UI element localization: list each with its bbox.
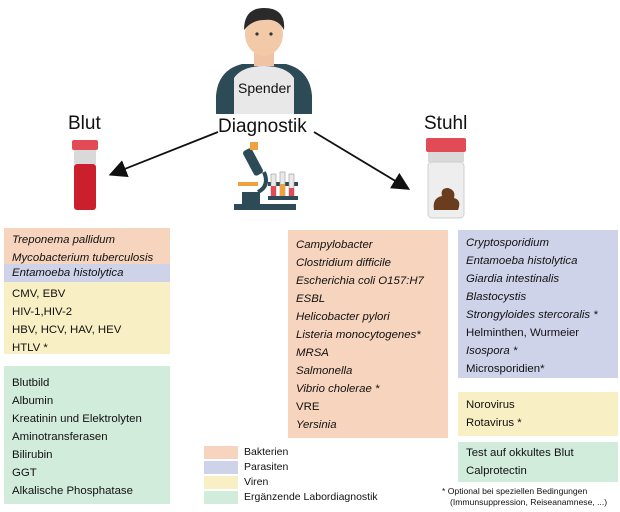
list-item: Blastocystis (466, 291, 527, 303)
blood-parasites-box: Entamoeba histolytica (4, 264, 170, 282)
blood-title: Blut (68, 113, 101, 134)
microscope-icon (234, 142, 298, 210)
list-item: Microsporidien* (466, 363, 545, 375)
list-item: Listeria monocytogenes* (296, 329, 421, 341)
blood-viruses-box: CMV, EBV HIV-1,HIV-2 HBV, HCV, HAV, HEV … (4, 282, 170, 354)
list-item: VRE (296, 401, 320, 413)
footnote-line-2: (Immunsuppression, Reiseanamnese, ...) (450, 497, 608, 507)
legend-swatch (204, 491, 238, 504)
blood-lab-box: Blutbild Albumin Kreatinin und Elektroly… (4, 366, 170, 504)
list-item: Helminthen, Wurmeier (466, 327, 580, 339)
arrow-to-stool (313, 131, 411, 190)
donor-label: Spender (238, 80, 291, 96)
list-item: Mycobacterium tuberculosis (12, 252, 154, 264)
legend-swatch (204, 476, 238, 489)
legend-label: Bakterien (244, 446, 289, 458)
list-item: GGT (12, 467, 37, 479)
legend-label: Parasiten (244, 461, 289, 473)
list-item: Entamoeba histolytica (466, 255, 578, 267)
arrow-to-blood (108, 131, 219, 178)
list-item: Salmonella (296, 365, 353, 377)
stool-container-icon (426, 138, 466, 219)
list-item: CMV, EBV (12, 288, 66, 300)
list-item: Blutbild (12, 377, 50, 389)
list-item: HBV, HCV, HAV, HEV (12, 324, 122, 336)
list-item: Norovirus (466, 399, 515, 411)
legend-label: Ergänzende Labordiagnostik (244, 491, 378, 503)
list-item: Calprotectin (466, 465, 527, 477)
blood-tube-icon (72, 140, 98, 210)
legend-swatch (204, 461, 238, 474)
list-item: Bilirubin (12, 449, 53, 461)
list-item: Test auf okkultes Blut (466, 447, 574, 459)
stool-viruses-box: Norovirus Rotavirus * (458, 392, 618, 436)
footnote-line-1: * Optional bei speziellen Bedingungen (442, 486, 588, 496)
list-item: Treponema pallidum (12, 234, 115, 246)
diagnostik-title: Diagnostik (218, 116, 307, 137)
list-item: HTLV * (12, 342, 48, 354)
list-item: Vibrio cholerae * (296, 383, 380, 395)
legend-swatch (204, 446, 238, 459)
list-item: MRSA (296, 347, 329, 359)
list-item: Strongyloides stercoralis * (466, 309, 598, 321)
list-item: Entamoeba histolytica (12, 267, 124, 279)
list-item: Alkalische Phosphatase (12, 485, 133, 497)
stool-title: Stuhl (424, 113, 468, 134)
list-item: HIV-1,HIV-2 (12, 306, 73, 318)
list-item: Aminotransferasen (12, 431, 108, 443)
donor-person-icon (216, 8, 312, 114)
stool-bacteria-box: Campylobacter Clostridium difficile Esch… (288, 230, 448, 438)
list-item: Helicobacter pylori (296, 311, 390, 323)
list-item: Yersinia (296, 419, 337, 431)
list-item: Albumin (12, 395, 54, 407)
list-item: ESBL (296, 293, 326, 305)
list-item: Cryptosporidium (466, 237, 549, 249)
footnote: * Optional bei speziellen Bedingungen (I… (442, 486, 607, 508)
list-item: Isospora * (466, 345, 518, 357)
stool-parasites-box: Cryptosporidium Entamoeba histolytica Gi… (458, 230, 618, 378)
list-item: Rotavirus * (466, 417, 522, 429)
legend-label: Viren (244, 476, 269, 488)
list-item: Kreatinin und Elektrolyten (12, 413, 142, 425)
list-item: Escherichia coli O157:H7 (296, 275, 424, 287)
list-item: Giardia intestinalis (466, 273, 560, 285)
stool-lab-box: Test auf okkultes Blut Calprotectin (458, 442, 618, 482)
list-item: Campylobacter (296, 239, 373, 251)
list-item: Clostridium difficile (296, 257, 391, 269)
blood-bacteria-box: Treponema pallidum Mycobacterium tubercu… (4, 228, 170, 264)
